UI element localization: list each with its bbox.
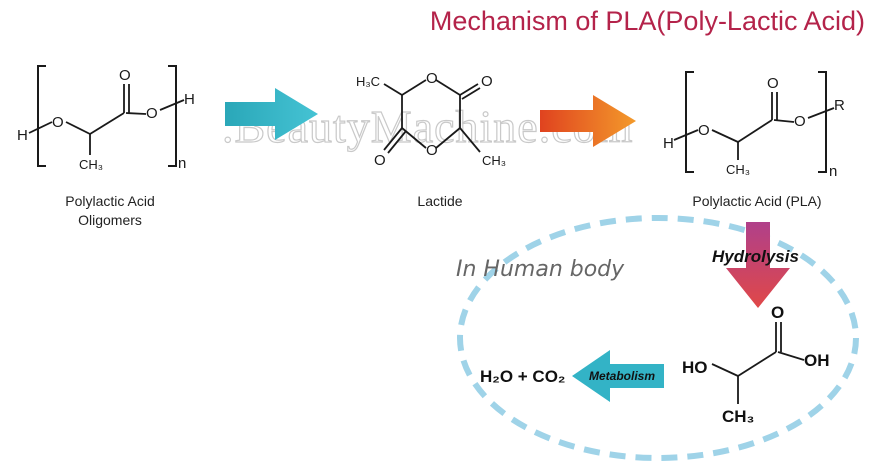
pla-o-ether-label: O [698, 122, 710, 139]
human-body-label: In Human body [456, 257, 625, 282]
pla-left-bracket [685, 71, 694, 173]
lactide-structure: H₃C O O O O CH₃ [356, 70, 506, 169]
lactic-acid-oh-label: OH [804, 351, 830, 370]
lactic-acid-o-carbonyl-label: O [771, 303, 784, 322]
oligomer-caption-line1: Polylactic Acid [65, 193, 155, 209]
oligomer-o-acid-label: O [146, 105, 158, 122]
metabolism-label: Metabolism [589, 369, 655, 383]
arrow-right-orange [540, 95, 636, 147]
human-body-region-outline [457, 215, 859, 461]
lactide-o-bottom-carbonyl-label: O [374, 152, 386, 169]
lactide-methyl-top-label: H₃C [356, 74, 380, 89]
products-label: H₂O + CO₂ [480, 367, 565, 386]
oligomer-n-subscript: n [178, 155, 186, 172]
lactic-acid-ho-label: HO [682, 358, 708, 377]
page-title: Mechanism of PLA(Poly-Lactic Acid) [429, 6, 865, 36]
oligomer-caption: Polylactic Acid Oligomers [35, 192, 185, 230]
pla-structure: H O O O R CH₃ n [663, 71, 845, 180]
arrow-left-metabolism [572, 350, 664, 402]
lactic-acid-methyl-label: CH₃ [722, 407, 754, 426]
lactic-acid-structure: HO O OH CH₃ [682, 303, 830, 426]
oligomer-methyl-label: CH₃ [79, 157, 103, 172]
arrow-down-hydrolysis [726, 222, 790, 308]
oligomer-structure: H O O O H CH₃ n [17, 65, 195, 172]
pla-o-carbonyl-label: O [767, 75, 779, 92]
pla-n-subscript: n [829, 163, 837, 180]
pla-h-left-label: H [663, 135, 674, 152]
oligomer-caption-line2: Oligomers [78, 212, 142, 228]
lactide-o-top-carbonyl-label: O [481, 73, 493, 90]
lactide-methyl-bottom-label: CH₃ [482, 153, 506, 168]
oligomer-right-bracket [168, 65, 177, 167]
oligomer-h-left-label: H [17, 127, 28, 144]
arrow-right-teal [225, 88, 318, 140]
oligomer-o-carbonyl-label: O [119, 67, 131, 84]
pla-right-bracket [818, 71, 827, 173]
oligomer-o-ether-label: O [52, 114, 64, 131]
pla-methyl-label: CH₃ [726, 162, 750, 177]
lactide-caption: Lactide [417, 193, 463, 209]
pla-caption: Polylactic Acid (PLA) [692, 193, 822, 209]
lactide-o-ring-bottom-label: O [426, 142, 438, 159]
pla-r-group-label: R [834, 97, 845, 114]
pla-o-ester-label: O [794, 113, 806, 130]
lactide-o-ring-top-label: O [426, 70, 438, 87]
oligomer-h-right-label: H [184, 91, 195, 108]
hydrolysis-label: Hydrolysis [712, 247, 799, 266]
oligomer-left-bracket [37, 65, 46, 167]
